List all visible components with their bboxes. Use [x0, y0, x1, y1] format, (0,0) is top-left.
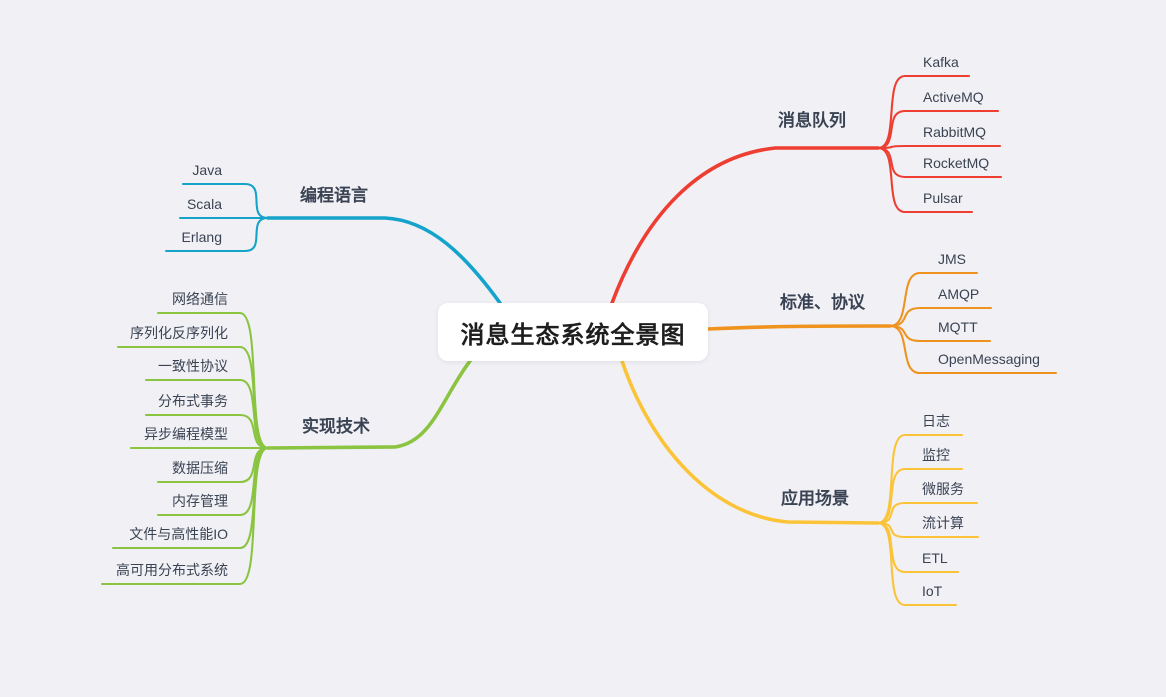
topic-microservices[interactable]: 微服务	[922, 481, 964, 497]
topic-monitoring[interactable]: 监控	[922, 447, 950, 463]
topic-jms[interactable]: JMS	[938, 251, 966, 267]
topic-stream-computing[interactable]: 流计算	[922, 515, 964, 531]
topic-async-programming-model[interactable]: 异步编程模型	[144, 426, 228, 442]
topic-file-high-performance-io[interactable]: 文件与高性能IO	[129, 526, 228, 542]
topic-consensus-protocol[interactable]: 一致性协议	[158, 358, 228, 374]
branch-topic-implementation-techniques[interactable]: 实现技术	[302, 417, 370, 436]
branch-line-implementation-techniques	[266, 359, 472, 450]
link-kafka	[876, 74, 971, 150]
topic-erlang[interactable]: Erlang	[181, 229, 222, 245]
topic-activemq[interactable]: ActiveMQ	[923, 89, 984, 105]
link-activemq	[876, 109, 1000, 150]
topic-amqp[interactable]: AMQP	[938, 286, 980, 302]
link-iot	[876, 521, 958, 607]
branch-line-programming-languages	[266, 216, 502, 305]
branch-line-application-scenarios	[620, 359, 880, 525]
topic-distributed-transaction[interactable]: 分布式事务	[158, 393, 228, 409]
link-consensus-protocol	[144, 378, 270, 450]
link-jms	[888, 271, 979, 328]
branch-line-standards-protocols	[706, 324, 892, 331]
central-topic[interactable]: 消息生态系统全景图	[438, 303, 708, 361]
branch-topic-programming-languages[interactable]: 编程语言	[300, 186, 368, 205]
link-openmessaging	[888, 324, 1058, 375]
topic-iot[interactable]: IoT	[922, 583, 943, 599]
link-amqp	[888, 306, 993, 328]
link-microservices	[876, 501, 979, 525]
link-java	[181, 182, 270, 220]
link-erlang	[164, 216, 270, 253]
topic-pulsar[interactable]: Pulsar	[923, 190, 963, 206]
central-topic-title: 消息生态系统全景图	[460, 321, 686, 349]
link-serialization	[116, 345, 270, 450]
topic-mqtt[interactable]: MQTT	[938, 319, 978, 335]
topic-data-compression[interactable]: 数据压缩	[172, 460, 228, 476]
topic-scala[interactable]: Scala	[186, 196, 222, 212]
topic-rocketmq[interactable]: RocketMQ	[923, 155, 990, 171]
branch-line-message-queues	[610, 146, 880, 305]
link-distributed-transaction	[144, 413, 270, 450]
branch-topic-application-scenarios[interactable]: 应用场景	[781, 489, 849, 508]
branch-topic-message-queues[interactable]: 消息队列	[778, 111, 846, 130]
topic-openmessaging[interactable]: OpenMessaging	[938, 351, 1040, 367]
link-logs	[876, 433, 964, 525]
topic-kafka[interactable]: Kafka	[923, 54, 959, 70]
topic-logs[interactable]: 日志	[922, 413, 950, 429]
link-monitoring	[876, 467, 964, 525]
topic-rabbitmq[interactable]: RabbitMQ	[923, 124, 987, 140]
topic-network-communication[interactable]: 网络通信	[172, 291, 228, 307]
topic-memory-management[interactable]: 内存管理	[172, 493, 228, 509]
topic-serialization[interactable]: 序列化反序列化	[130, 325, 228, 341]
topic-etl[interactable]: ETL	[922, 550, 948, 566]
topic-java[interactable]: Java	[192, 162, 222, 178]
link-pulsar	[876, 146, 974, 214]
branch-topic-standards-protocols[interactable]: 标准、协议	[780, 293, 865, 312]
link-rabbitmq	[876, 144, 1002, 150]
link-ha-distributed-system	[100, 446, 270, 586]
topic-ha-distributed-system[interactable]: 高可用分布式系统	[116, 562, 228, 578]
